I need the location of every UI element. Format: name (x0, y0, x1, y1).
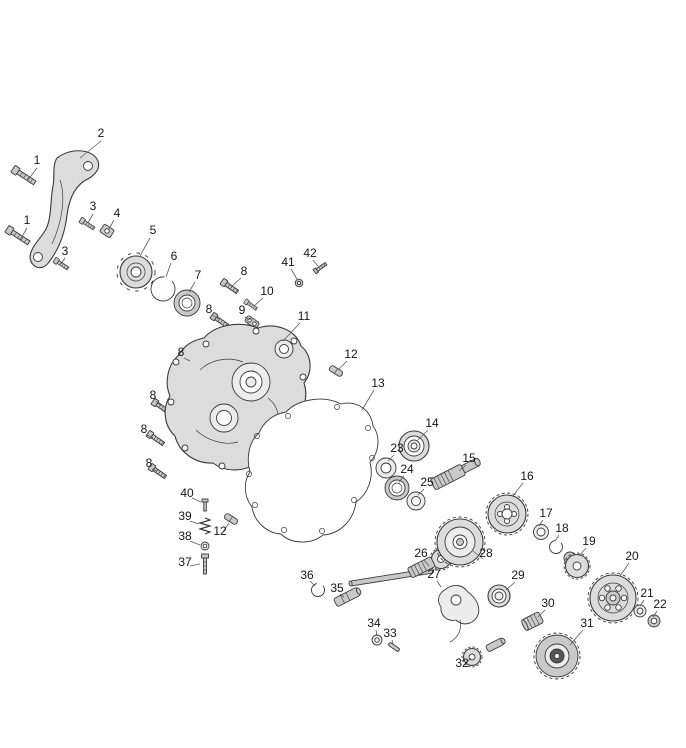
part-washer (371, 634, 383, 646)
callout-label: 27 (427, 567, 441, 581)
callout-label: 19 (582, 534, 596, 548)
callout-label: 24 (400, 462, 414, 476)
callout-label: 10 (260, 284, 274, 298)
part-gear (563, 551, 591, 580)
part-screw (201, 498, 209, 512)
part-snap-ring (311, 583, 325, 597)
part-gear (485, 492, 529, 536)
part-gasket (244, 398, 379, 543)
callout-label: 6 (171, 249, 178, 263)
callout-label: 15 (462, 451, 476, 465)
part-bolt (243, 298, 259, 312)
callout-label: 8 (146, 456, 153, 470)
callout-label: 31 (580, 616, 594, 630)
part-washer (200, 541, 210, 551)
part-bracket (29, 150, 100, 269)
callout-label: 8 (206, 302, 213, 316)
callout-label: 16 (520, 469, 534, 483)
part-dowel-pin (328, 365, 344, 377)
callout-label: 1 (24, 213, 31, 227)
callout-label: 12 (344, 347, 358, 361)
part-nut (294, 278, 304, 288)
callout-label: 34 (367, 616, 381, 630)
callout-label: 9 (239, 303, 246, 317)
callout-label: 7 (195, 268, 202, 282)
callout-label: 8 (178, 345, 185, 359)
part-washer (406, 491, 426, 511)
part-spacer (99, 224, 115, 238)
callout-label: 35 (330, 581, 344, 595)
callout-label: 36 (300, 568, 314, 582)
callout-label: 41 (281, 255, 295, 269)
callout-label: 38 (178, 529, 192, 543)
part-snap-ring (150, 276, 176, 302)
callout-label: 33 (383, 626, 397, 640)
callout-label: 3 (62, 244, 69, 258)
part-gear (434, 516, 486, 568)
callout-label: 40 (180, 486, 194, 500)
leader-lines (19, 140, 658, 665)
callout-label: 18 (555, 521, 569, 535)
callout-label: 28 (479, 546, 493, 560)
callout-label: 32 (455, 656, 469, 670)
callout-label: 42 (303, 246, 317, 260)
part-bolt (201, 553, 209, 575)
callout-label: 2 (98, 126, 105, 140)
part-sprocket (116, 252, 156, 292)
part-shaft (430, 457, 481, 490)
callout-label: 3 (90, 199, 97, 213)
callouts: 2 1 1 3 4 3 5 6 7 8 41 42 10 9 8 11 12 8… (24, 126, 667, 670)
callout-label: 1 (34, 153, 41, 167)
callout-label: 23 (390, 441, 404, 455)
part-gear (587, 572, 639, 624)
part-washer (375, 457, 397, 479)
callout-label: 14 (425, 416, 439, 430)
callout-label: 30 (541, 596, 555, 610)
callout-label: 39 (178, 509, 192, 523)
callout-label: 11 (298, 309, 311, 323)
callout-label: 13 (371, 376, 385, 390)
part-sleeve (333, 587, 362, 607)
callout-label: 25 (420, 475, 434, 489)
part-dowel-pin (223, 513, 239, 525)
part-gear (533, 632, 581, 680)
callout-label: 8 (241, 264, 248, 278)
part-screw (312, 261, 328, 275)
callout-label: 4 (114, 206, 121, 220)
part-shift-fork (438, 585, 480, 643)
part-nut (647, 614, 661, 628)
callout-label: 12 (213, 524, 227, 538)
part-bearing (487, 584, 511, 608)
part-bolt (4, 164, 38, 247)
part-washer (533, 524, 549, 540)
part-pin (388, 642, 400, 652)
callout-label: 5 (150, 223, 157, 237)
callout-label: 8 (141, 422, 148, 436)
callout-label: 37 (178, 555, 192, 569)
callout-label: 21 (640, 586, 654, 600)
callout-label: 8 (150, 388, 157, 402)
part-bearing (398, 430, 430, 462)
callout-label: 22 (653, 597, 667, 611)
part-washer (633, 604, 647, 618)
part-bearing (384, 475, 410, 501)
callout-label: 20 (625, 549, 639, 563)
part-shaft (407, 556, 436, 578)
callout-label: 26 (414, 546, 428, 560)
part-spring (197, 517, 213, 535)
callout-label: 17 (539, 506, 553, 520)
callout-label: 29 (511, 568, 525, 582)
part-snap-ring (549, 540, 563, 554)
part-oil-seal (173, 289, 201, 317)
